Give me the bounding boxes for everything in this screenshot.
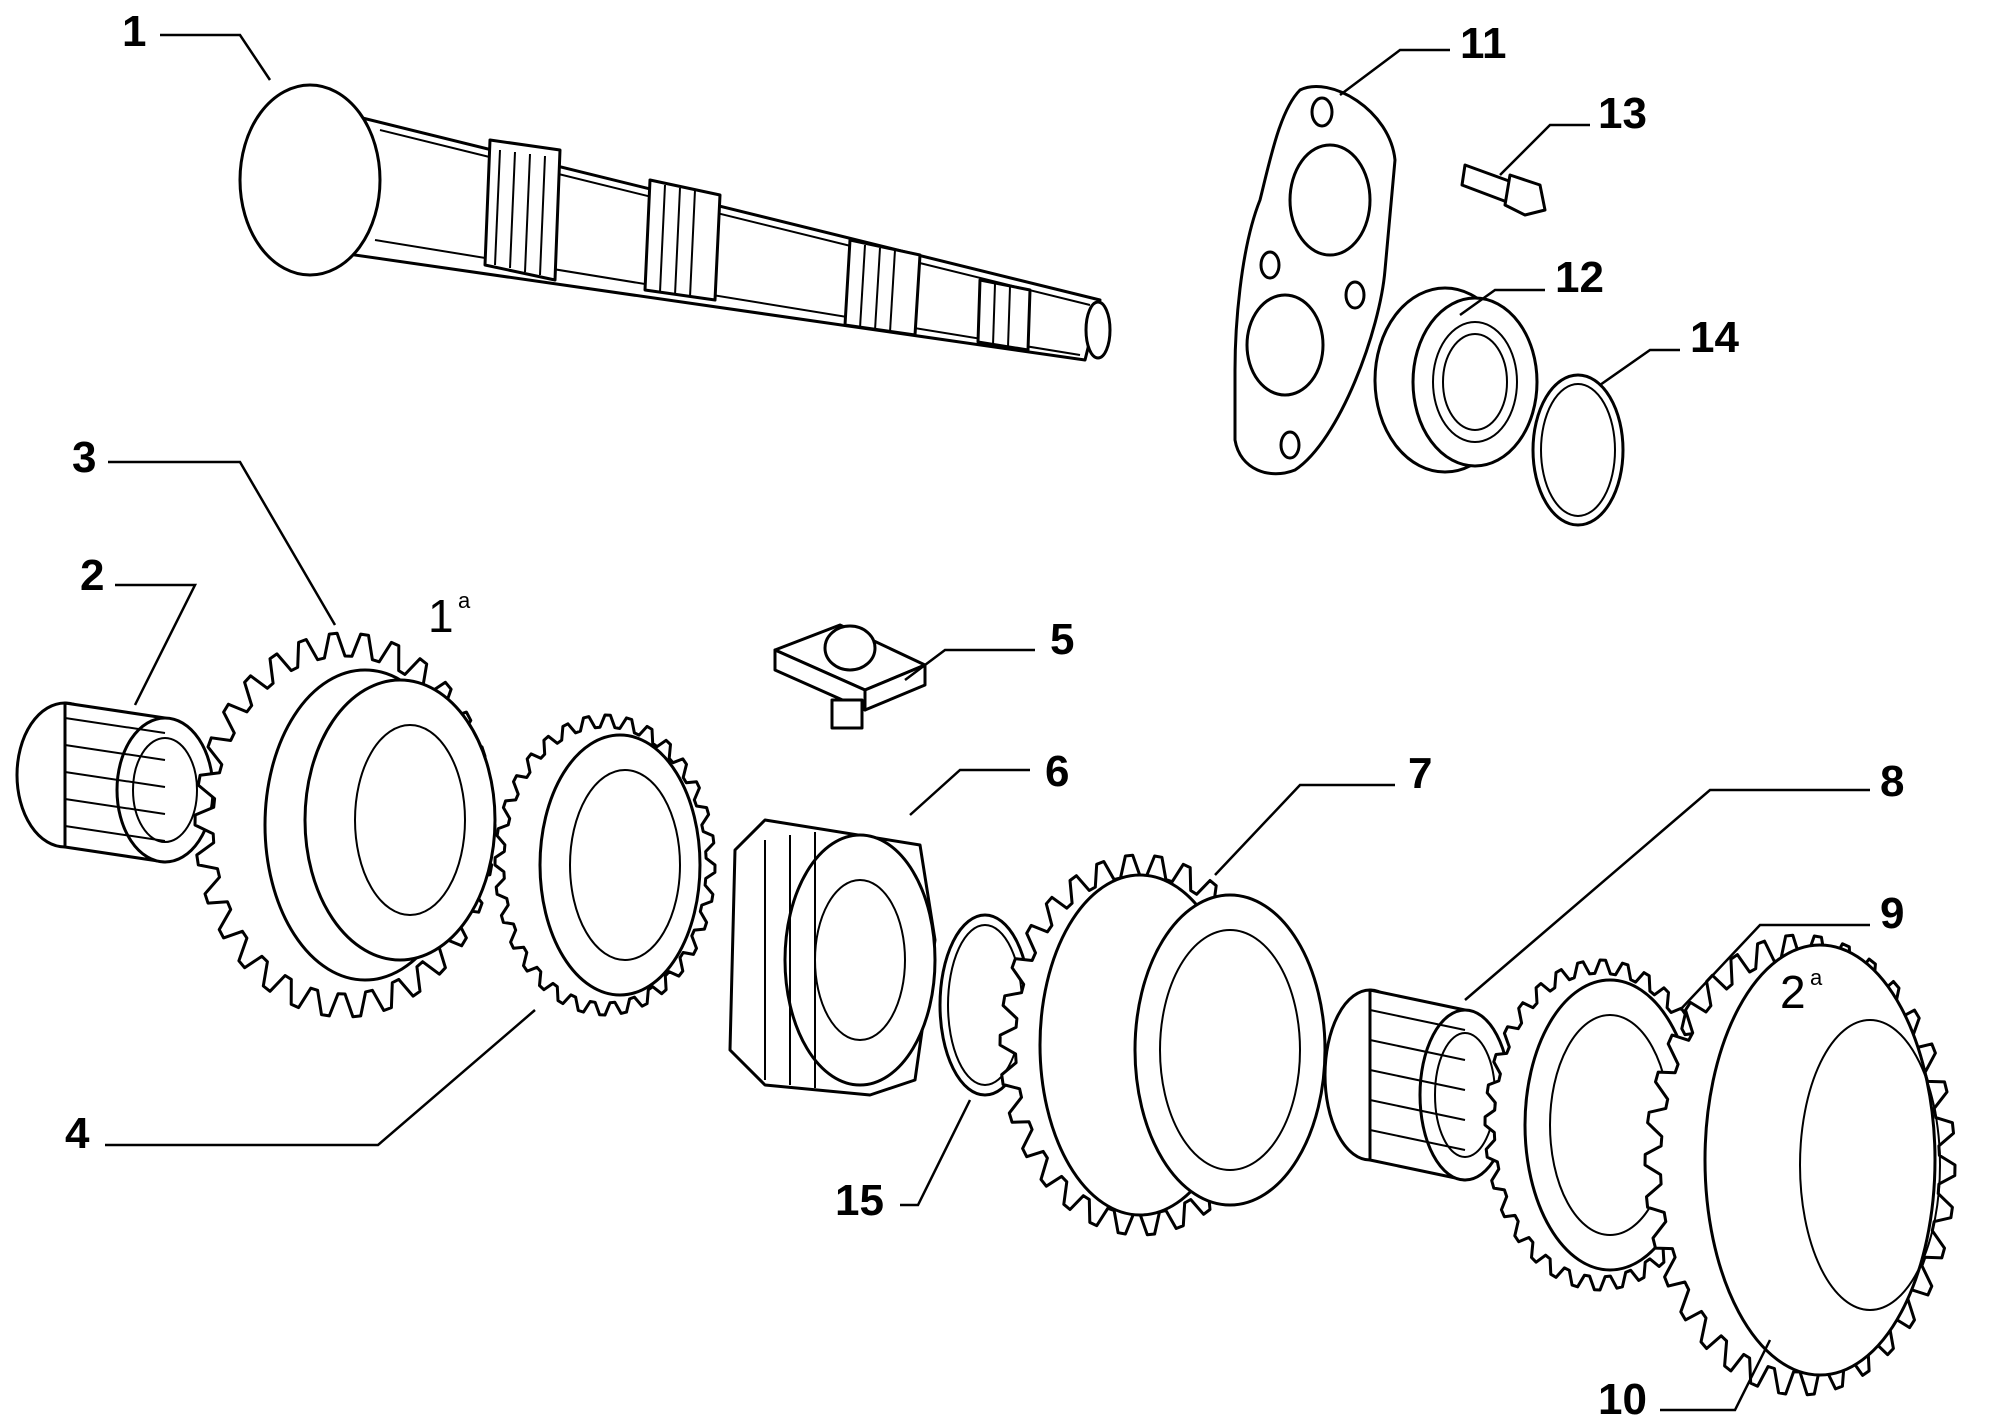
callout-9: 9 (1880, 889, 1904, 938)
first-gear-number: 1 (428, 590, 454, 642)
callout-6: 6 (1045, 747, 1069, 796)
callout-13: 13 (1598, 89, 1647, 138)
callout-15: 15 (835, 1176, 884, 1225)
needle-bearing-first (15, 701, 215, 864)
callout-7: 7 (1408, 749, 1432, 798)
synchro-hub (728, 818, 937, 1097)
first-gear (193, 631, 497, 1019)
ball-bearing (1373, 286, 1539, 474)
callout-11: 11 (1460, 19, 1507, 68)
sliding-gear (998, 853, 1327, 1237)
callout-8: 8 (1880, 757, 1904, 806)
detent-block (773, 623, 927, 730)
callout-labels: 1 2 3 4 5 6 7 8 9 10 11 12 13 14 15 (65, 7, 1904, 1424)
needle-bearing-second (1323, 988, 1512, 1182)
second-gear (1643, 933, 1957, 1397)
callout-5: 5 (1050, 615, 1074, 664)
second-gear-superscript: a (1810, 965, 1823, 990)
second-gear-number: 2 (1780, 966, 1806, 1018)
bearing-plate (1233, 85, 1397, 476)
bearing-circlip (1531, 373, 1625, 527)
callout-12: 12 (1555, 253, 1604, 302)
main-shaft (238, 83, 1112, 362)
callout-14: 14 (1690, 313, 1739, 362)
shaft-spline-3 (843, 238, 922, 337)
callout-2: 2 (80, 551, 104, 600)
shaft-spline-2 (643, 178, 722, 302)
bolt (1460, 163, 1547, 217)
synchro-ring-first (493, 713, 717, 1017)
gear-designation-second: 2 a (1780, 965, 1823, 1018)
callout-1: 1 (122, 7, 146, 56)
first-gear-superscript: a (458, 588, 471, 613)
leader-lines (105, 33, 1870, 1412)
callout-4: 4 (65, 1109, 90, 1158)
gear-designation-first: 1 a (428, 588, 471, 642)
callout-10: 10 (1598, 1375, 1647, 1424)
shaft-spline-4 (976, 278, 1032, 352)
callout-3: 3 (72, 433, 96, 482)
